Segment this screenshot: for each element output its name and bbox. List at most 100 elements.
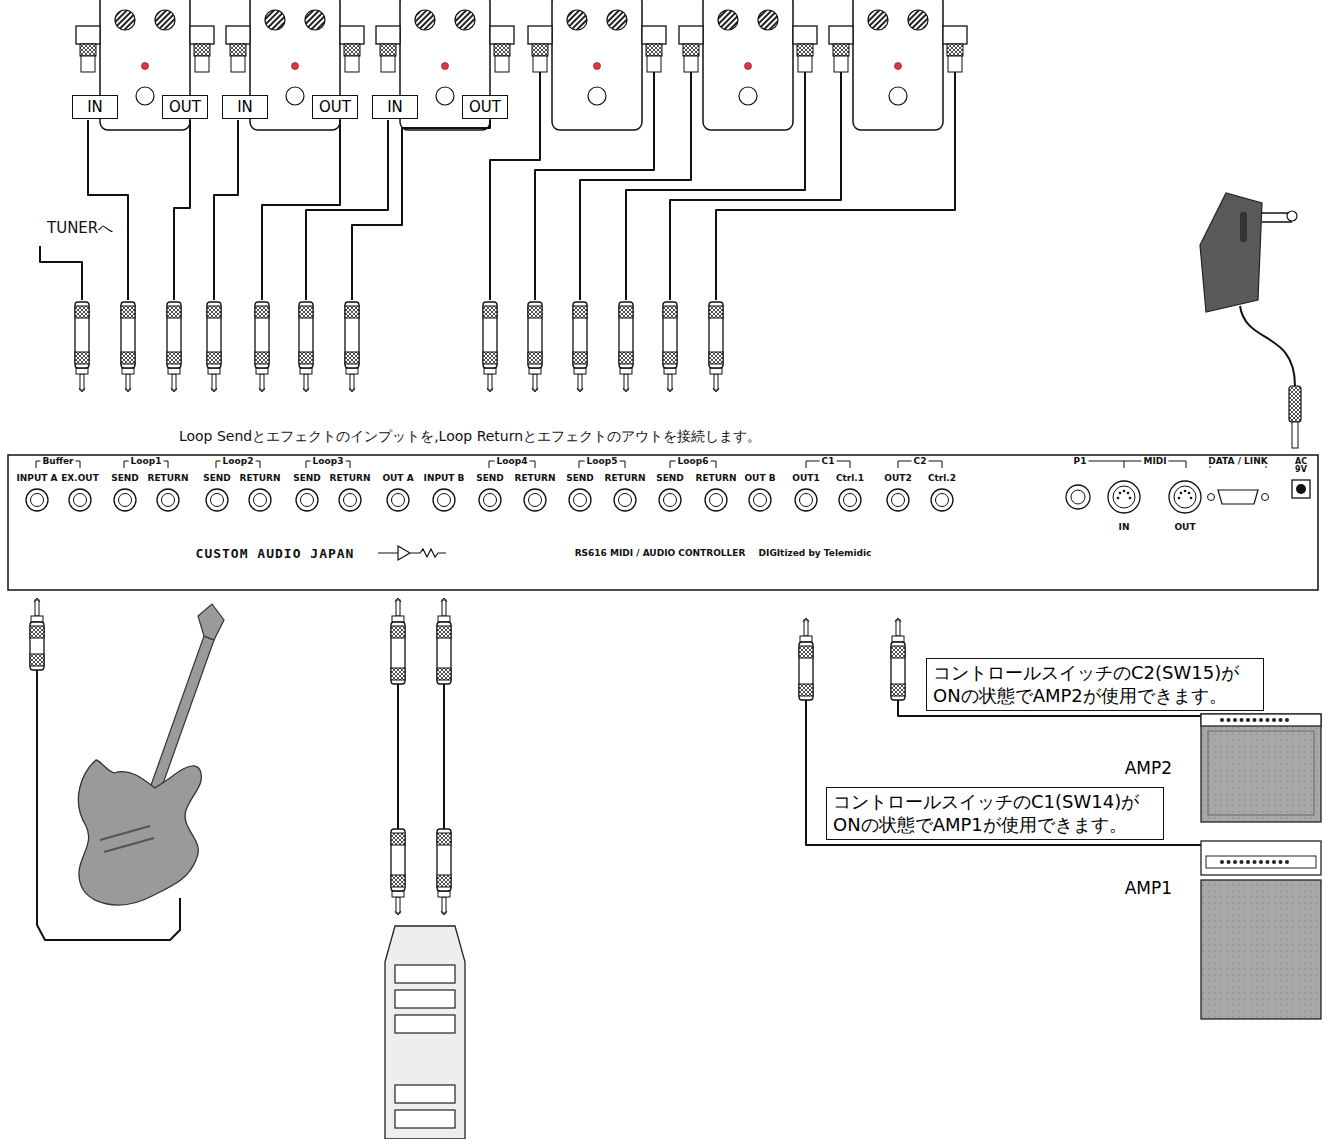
effect-pedal: [226, 0, 364, 130]
plug-grip: [345, 352, 359, 364]
plug-point: [34, 598, 40, 602]
pedal-knob: [607, 10, 627, 30]
pedal-jack: [190, 26, 214, 44]
group-label: Loop4: [495, 456, 530, 466]
pedal-jack-nut: [646, 44, 662, 56]
jack-plug: [207, 302, 221, 392]
db9-connector: [1218, 490, 1258, 504]
pedal-switch: [436, 87, 454, 105]
jack-plug: [299, 302, 313, 392]
jack-label: OUT B: [743, 473, 776, 483]
plug-collar: [529, 368, 541, 374]
adapter-prong-hole: [1287, 211, 1297, 221]
pedal-jack: [340, 26, 364, 44]
jack-label: INPUT B: [423, 473, 466, 483]
plug-point: [577, 388, 583, 392]
group-label: Loop6: [676, 456, 711, 466]
midi-pin: [1117, 497, 1120, 500]
plug-point: [125, 388, 131, 392]
plug-collar: [392, 616, 404, 622]
pedal-jack: [226, 26, 250, 44]
jack-label: SEND: [655, 473, 685, 483]
jack-tag: IN: [222, 95, 268, 119]
db9-screw: [1262, 494, 1269, 501]
midi-pin: [1123, 490, 1126, 493]
pedal-knob: [567, 10, 587, 30]
amp-knob: [1240, 860, 1244, 864]
plug-grip: [573, 306, 587, 318]
panel-jack-hole: [211, 494, 224, 507]
effect-pedal: [76, 0, 214, 130]
plug-grip: [75, 352, 89, 364]
plug-grip: [391, 875, 405, 887]
plug-grip: [573, 352, 587, 364]
jack-label: Ctrl.2: [927, 473, 957, 483]
plug-tip: [212, 374, 216, 390]
plug-grip: [207, 306, 221, 318]
plug-body: [799, 642, 813, 700]
pedal-jack-nut: [532, 44, 548, 56]
plug-grip: [528, 306, 542, 318]
panel-jack-hole: [664, 494, 677, 507]
panel-outline: [8, 455, 1318, 590]
panel-jack: [26, 489, 48, 511]
jack-plug: [391, 829, 405, 915]
jack-tag-text: OUT: [469, 100, 501, 115]
panel-jack-hole: [619, 494, 632, 507]
panel-jack-hole: [844, 494, 857, 507]
panel-jack: [614, 489, 636, 511]
panel-jack: [249, 489, 271, 511]
plug-tip: [488, 374, 492, 390]
plug-collar: [438, 891, 450, 897]
plug-grip: [663, 306, 677, 318]
amp-knob: [1253, 860, 1257, 864]
panel-jack-hole: [484, 494, 497, 507]
amp-knob: [1246, 860, 1250, 864]
pedal-knob: [415, 10, 435, 30]
jack-tag: OUT: [312, 95, 358, 119]
pedal-switch: [588, 87, 606, 105]
plug-body: [391, 622, 405, 684]
panel-jack-hole: [710, 494, 723, 507]
group-label: Loop1: [129, 456, 164, 466]
pedal-knob: [305, 10, 325, 30]
amp-knob: [1279, 718, 1283, 722]
rs616-panel: [8, 455, 1318, 590]
plug-body: [75, 302, 89, 368]
plug-point: [487, 388, 493, 392]
panel-jack-hole: [301, 494, 314, 507]
plug-tip: [396, 600, 400, 616]
midi-pin: [1180, 492, 1183, 495]
panel-jack-hole: [529, 494, 542, 507]
jack-label: SEND: [202, 473, 232, 483]
pedal-jack-nut: [80, 44, 96, 56]
cable: [174, 120, 190, 300]
plug-point: [395, 598, 401, 602]
plug-point: [79, 388, 85, 392]
amp-knob: [1285, 860, 1289, 864]
jack-label: SEND: [292, 473, 322, 483]
plug-body: [30, 622, 44, 670]
plug-tip: [260, 374, 264, 390]
jack-tag: OUT: [162, 95, 208, 119]
pedal-jack: [528, 26, 552, 44]
amp-knob: [1259, 860, 1263, 864]
plug-point: [395, 911, 401, 915]
plug-grip: [167, 306, 181, 318]
plug-collar: [484, 368, 496, 374]
adapter-clip: [1240, 212, 1247, 242]
plug-grip: [709, 306, 723, 318]
adapter-body: [1200, 193, 1262, 312]
plug-collar: [620, 368, 632, 374]
panel-jack: [339, 489, 361, 511]
plug-grip: [799, 646, 813, 658]
panel-text: TUNERへ: [47, 219, 113, 238]
pedal-jack-plug: [195, 56, 209, 72]
pedal-jack-nut: [833, 44, 849, 56]
rack-device: [385, 926, 465, 1139]
pedal-jack-plug: [798, 56, 812, 72]
plug-tip: [624, 374, 628, 390]
pedal-jack-nut: [380, 44, 396, 56]
plug-point: [532, 388, 538, 392]
rack-unit: [395, 1110, 455, 1128]
